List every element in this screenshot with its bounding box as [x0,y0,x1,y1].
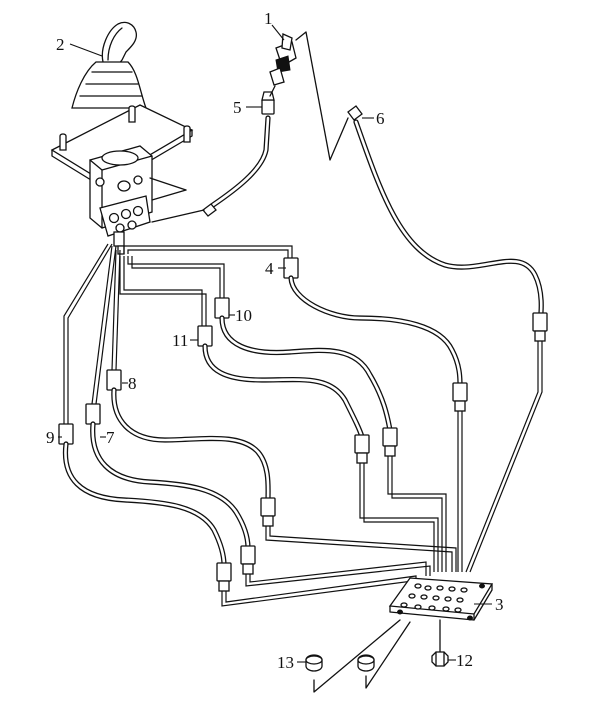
part-13-plugs [305,619,411,693]
leader-lines [58,24,492,663]
callout-2: 2 [56,35,65,54]
callout-1: 1 [264,9,273,28]
manifold-plate [388,577,494,657]
callout-3: 3 [495,595,504,614]
callout-11: 11 [172,331,188,350]
hose-pilot-supply [151,91,275,223]
callout-12: 12 [456,651,473,670]
callout-9: 9 [46,428,55,447]
callout-13: 13 [277,653,294,672]
hose-6 [347,105,548,573]
hose-10 [127,256,447,572]
callout-4: 4 [265,259,274,278]
callout-7: 7 [106,428,115,447]
hose-9 [58,243,421,607]
callout-6: 6 [376,109,385,128]
hose-8 [106,249,457,572]
callout-10: 10 [235,306,252,325]
part-12-nut [431,651,449,667]
part-1-valve [269,31,349,161]
hose-7 [85,245,431,587]
hose-4 [123,245,468,572]
hose-11 [119,256,439,572]
joystick-assembly [50,21,194,255]
manifold-ports [397,583,485,621]
callout-8: 8 [128,374,137,393]
callout-5: 5 [233,98,242,117]
callout-labels: 1 2 3 4 5 6 7 8 9 10 11 12 13 [46,9,504,672]
